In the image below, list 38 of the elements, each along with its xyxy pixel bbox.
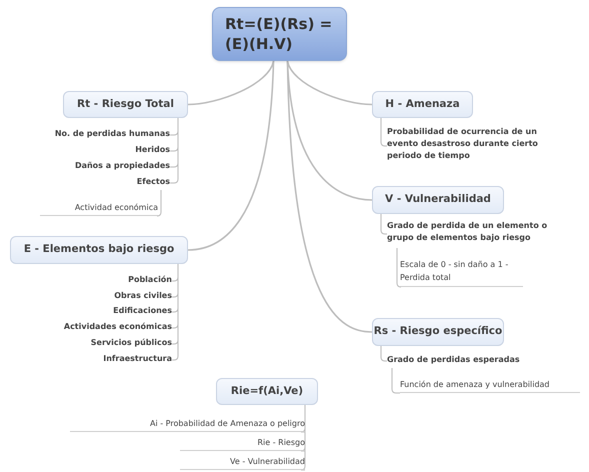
topic-box: Rs - Riesgo específico — [372, 318, 504, 346]
connector-line — [188, 60, 274, 251]
subtopic-text: Heridos — [20, 144, 170, 158]
topic-box: Rie=f(Ai,Ve) — [216, 378, 318, 405]
connector-line — [392, 368, 400, 394]
subtopic-text: Ve - Vulnerabilidad — [180, 455, 305, 470]
topic-box: H - Amenaza — [372, 91, 473, 118]
subtopic-text: Servicios públicos — [20, 337, 172, 351]
subtopic-text: Función de amenaza y vulnerabilidad — [400, 378, 580, 393]
topic-box: V - Vulnerabilidad — [372, 186, 504, 214]
connector-line — [380, 214, 388, 234]
connector-line — [286, 60, 372, 106]
subtopic-text: Actividades económicas — [20, 321, 172, 335]
topic-box: Rt - Riesgo Total — [63, 91, 188, 118]
connector-line — [286, 60, 372, 333]
connector-line — [188, 60, 274, 106]
connector-line — [396, 248, 402, 288]
subtopic-text: Grado de perdida de un elemento o grupo de elementos bajo riesgo — [387, 220, 557, 248]
subtopic-text: Infraestructura — [20, 353, 172, 367]
connector-line — [300, 404, 306, 470]
subtopic-text: Escala de 0 - sin daño a 1 - Perdida total — [400, 258, 523, 287]
subtopic-text: Grado de perdidas esperadas — [387, 354, 537, 368]
subtopic-text: Efectos — [20, 176, 170, 190]
subtopic-text: Edificaciones — [20, 305, 172, 319]
subtopic-text: Ai - Probabilidad de Amenaza o peligro — [70, 417, 305, 432]
topic-box: E - Elementos bajo riesgo — [10, 236, 188, 264]
subtopic-text: Población — [20, 274, 172, 288]
subtopic-text: Actividad económica — [40, 201, 158, 216]
subtopic-text: Obras civiles — [20, 290, 172, 304]
connector-line — [156, 190, 162, 216]
connector-line — [170, 118, 178, 184]
subtopic-text: Daños a propiedades — [20, 160, 170, 174]
connector-line — [380, 346, 388, 362]
subtopic-text: No. de perdidas humanas — [20, 128, 170, 142]
central-topic-box: Rt=(E)(Rs) =(E)(H.V) — [212, 7, 347, 61]
connector-line — [172, 264, 178, 360]
subtopic-text: Rie - Riesgo — [180, 436, 305, 451]
subtopic-text: Probabilidad de ocurrencia de un evento desastroso durante cierto periodo de tiempo — [387, 126, 557, 166]
